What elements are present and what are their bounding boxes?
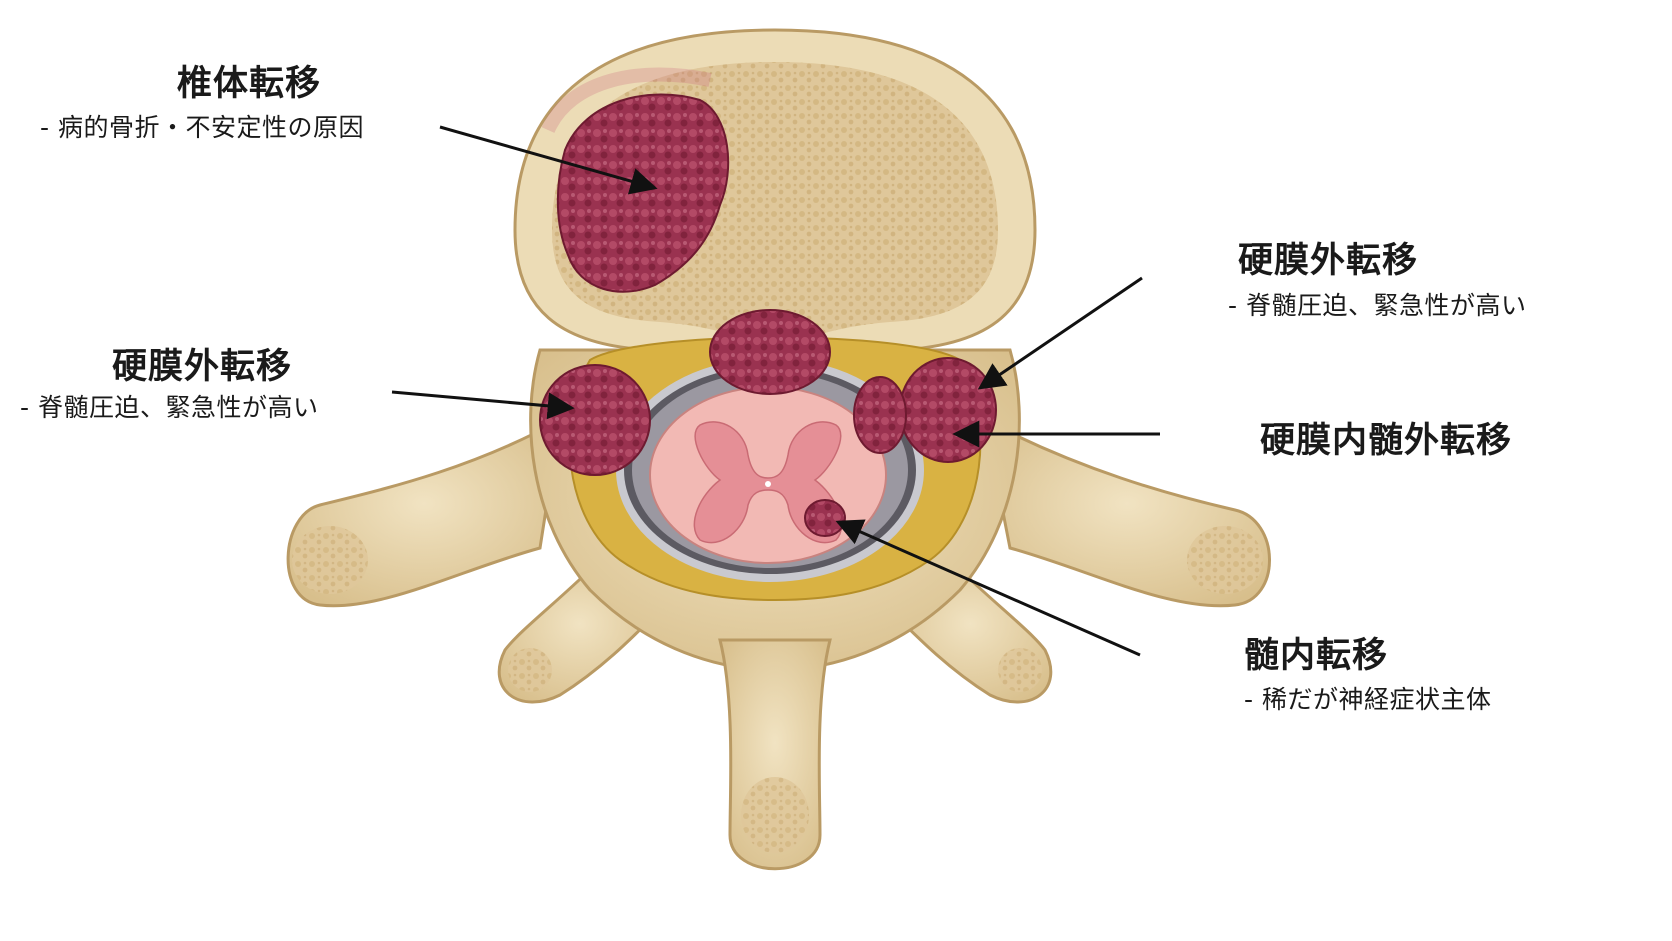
label-epidural-left-title: 硬膜外転移	[112, 347, 293, 387]
label-epidural-right-title: 硬膜外転移	[1238, 241, 1419, 281]
leader-arrows	[391, 125, 1160, 657]
arrow-epidural-right	[977, 276, 1143, 390]
label-vertebral-body-sub: - 病的骨折・不安定性の原因	[40, 113, 364, 142]
epidural-tumor-left	[539, 364, 651, 476]
label-intradural-extramedullary-title: 硬膜内髄外転移	[1260, 421, 1513, 461]
label-epidural-left-sub: - 脊髄圧迫、緊急性が高い	[20, 393, 319, 422]
tumors	[539, 309, 997, 537]
intramedullary-tumor	[804, 499, 846, 537]
label-intramedullary-sub: - 稀だが神経症状主体	[1244, 685, 1492, 714]
label-vertebral-body-title: 椎体転移	[177, 64, 322, 104]
anterior-epidural-tumor	[709, 309, 831, 395]
spinal-cord	[649, 386, 887, 564]
arrow-vertebral-body	[439, 125, 658, 195]
epidural-tumor-right	[899, 357, 997, 463]
intradural-extramedullary-tumor	[853, 376, 907, 454]
arrow-epidural-left	[391, 390, 575, 420]
label-intramedullary-title: 髄内転移	[1244, 636, 1389, 676]
arrow-intramedullary	[835, 519, 1141, 657]
label-epidural-right-sub: - 脊髄圧迫、緊急性が高い	[1228, 291, 1527, 320]
